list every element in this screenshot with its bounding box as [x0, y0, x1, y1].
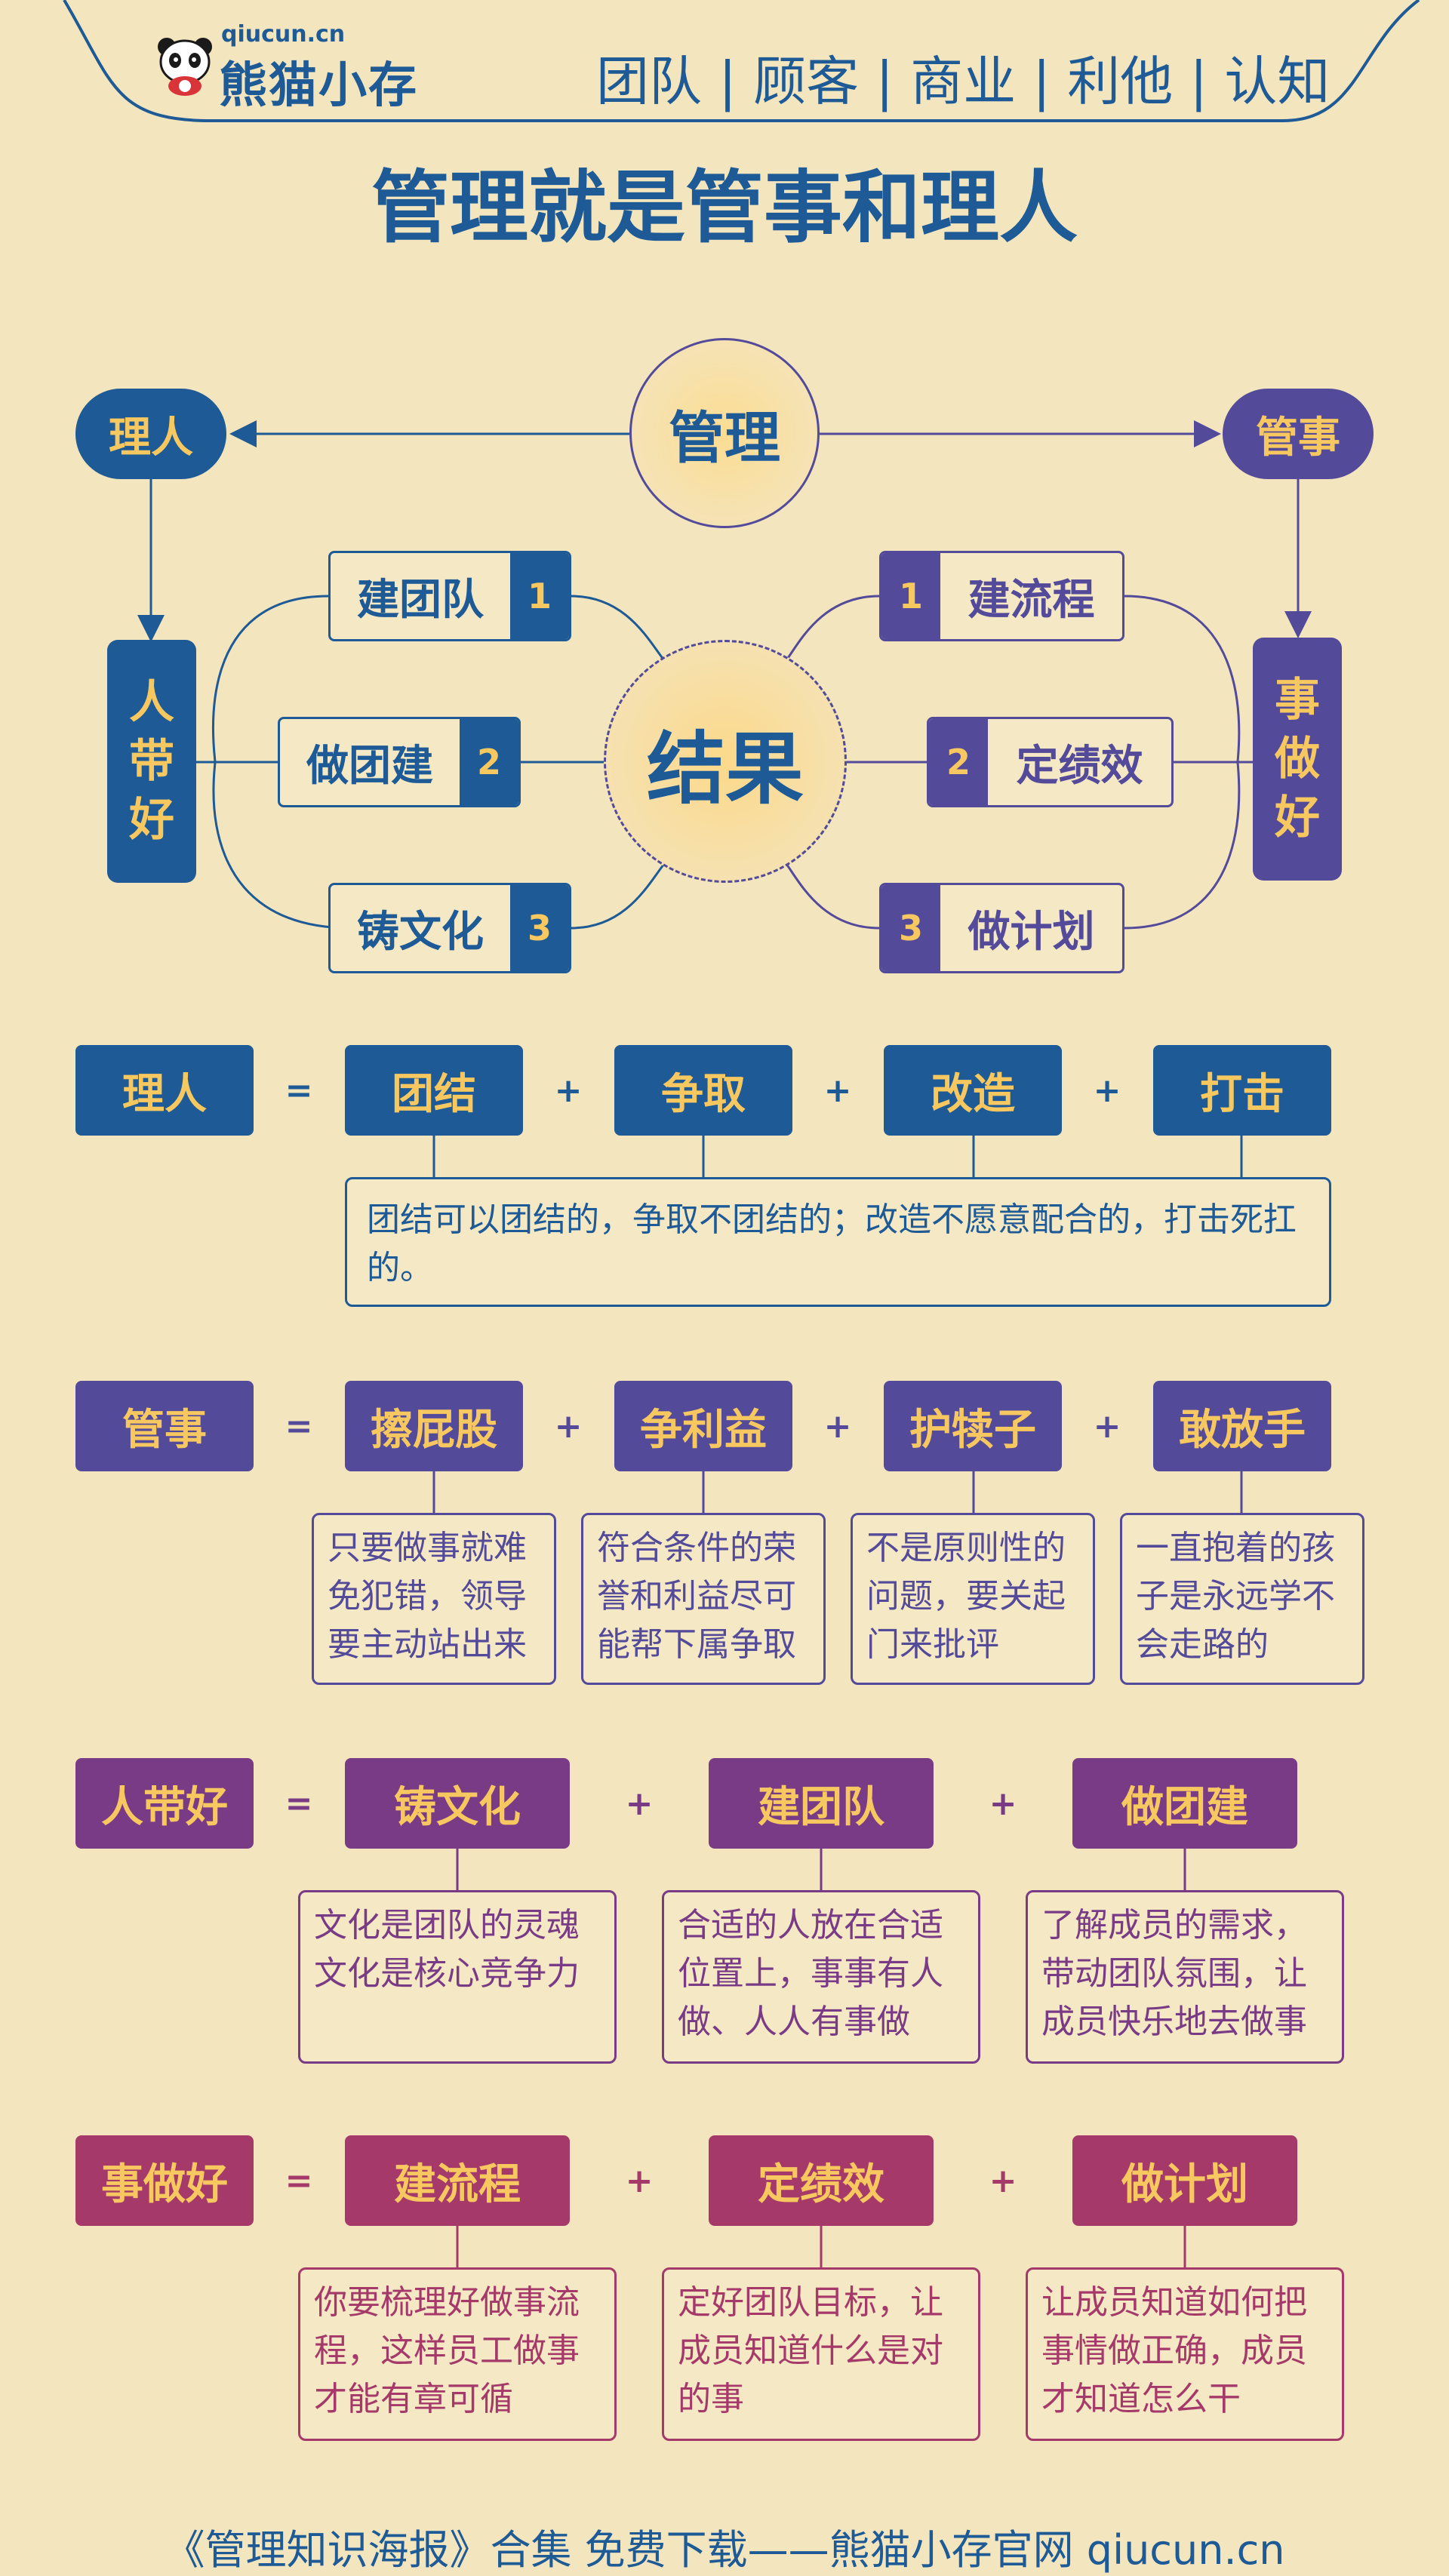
liren-item-1: 团结	[345, 1045, 523, 1136]
right-item-3: 3 做计划	[879, 883, 1124, 973]
vertical-char: 好	[1275, 792, 1320, 844]
rendaihao-head: 人带好	[75, 1758, 254, 1849]
vertical-char: 做	[1275, 733, 1320, 785]
plus-sign: +	[989, 2161, 1017, 2200]
left-item-label: 做团建	[306, 741, 433, 791]
right-item-label: 建流程	[968, 575, 1095, 625]
shizuohao-description-2: 定好团队目标，让成员知道什么是对的事	[662, 2267, 980, 2441]
right-item-label: 定绩效	[1016, 741, 1143, 791]
left-item-2: 做团建 2	[278, 717, 521, 807]
row-connectors	[432, 1136, 1243, 2267]
liren-item-3: 改造	[884, 1045, 1062, 1136]
right-item-number: 1	[881, 553, 940, 639]
guanshi-item-2: 争利益	[614, 1381, 792, 1471]
plus-sign: +	[554, 1406, 583, 1446]
header-nav: 团队 | 顾客 | 商业 | 利他 | 认知	[596, 51, 1331, 112]
rendaihao-description-1: 文化是团队的灵魂文化是核心竞争力	[298, 1890, 617, 2064]
left-item-number: 3	[510, 885, 569, 971]
panda-logo-icon	[155, 36, 215, 97]
plus-sign: +	[1093, 1071, 1121, 1110]
right-item-2: 2 定绩效	[927, 717, 1174, 807]
vertical-char: 好	[129, 794, 174, 847]
vertical-char: 事	[1275, 674, 1320, 727]
shizuohao-vertical-box: 事 做 好	[1253, 638, 1342, 881]
left-item-number: 2	[460, 719, 518, 805]
guanshi-description-2: 符合条件的荣誉和利益尽可能帮下属争取	[581, 1513, 826, 1685]
right-item-number: 2	[929, 719, 988, 805]
guanshi-head: 管事	[75, 1381, 254, 1471]
rendaihao-item-3: 做团建	[1072, 1758, 1297, 1849]
plus-sign: +	[625, 2161, 654, 2200]
shizuohao-description-3: 让成员知道如何把事情做正确，成员才知道怎么干	[1026, 2267, 1344, 2441]
left-item-1: 建团队 1	[328, 551, 571, 641]
guanshi-item-3: 护犊子	[884, 1381, 1062, 1471]
plus-sign: +	[554, 1071, 583, 1110]
left-item-label: 建团队	[357, 575, 484, 625]
diagram-connectors	[137, 420, 1312, 930]
equals-sign: =	[285, 2161, 313, 2200]
liren-item-2: 争取	[614, 1045, 792, 1136]
guanshi-description-1: 只要做事就难免犯错，领导要主动站出来	[312, 1513, 556, 1685]
shizuohao-item-2: 定绩效	[709, 2135, 934, 2226]
rendaihao-vertical-box: 人 带 好	[107, 640, 196, 883]
rendaihao-item-1: 铸文化	[345, 1758, 570, 1849]
rendaihao-description-2: 合适的人放在合适位置上，事事有人做、人人有事做	[662, 1890, 980, 2064]
liren-description: 团结可以团结的，争取不团结的；改造不愿意配合的，打击死扛的。	[345, 1177, 1331, 1307]
equals-sign: =	[285, 1784, 313, 1823]
logo-url: qiucun.cn	[221, 21, 346, 48]
logo-name: 熊猫小存	[219, 58, 418, 114]
equals-sign: =	[285, 1406, 313, 1446]
guanshi-item-4: 敢放手	[1153, 1381, 1331, 1471]
page-title: 管理就是管事和理人	[371, 161, 1078, 254]
plus-sign: +	[989, 1784, 1017, 1823]
guanshi-description-4: 一直抱着的孩子是永远学不会走路的	[1120, 1513, 1364, 1685]
left-item-label: 铸文化	[357, 907, 484, 957]
shizuohao-description-1: 你要梳理好做事流程，这样员工做事才能有章可循	[298, 2267, 617, 2441]
vertical-char: 带	[129, 735, 174, 788]
shizuohao-item-3: 做计划	[1072, 2135, 1297, 2226]
plus-sign: +	[625, 1784, 654, 1823]
plus-sign: +	[1093, 1406, 1121, 1446]
plus-sign: +	[823, 1406, 852, 1446]
plus-sign: +	[823, 1071, 852, 1110]
vertical-char: 人	[129, 676, 174, 729]
shizuohao-head: 事做好	[75, 2135, 254, 2226]
header-frame	[63, 0, 1420, 122]
guanshi-item-1: 擦屁股	[345, 1381, 523, 1471]
shizuohao-item-1: 建流程	[345, 2135, 570, 2226]
rendaihao-description-3: 了解成员的需求，带动团队氛围，让成员快乐地去做事	[1026, 1890, 1344, 2064]
footer-text: 《管理知识海报》合集 免费下载——熊猫小存官网 qiucun.cn	[164, 2526, 1285, 2574]
management-circle: 管理	[629, 338, 820, 528]
left-item-number: 1	[510, 553, 569, 639]
equals-sign: =	[285, 1071, 313, 1110]
liren-item-4: 打击	[1153, 1045, 1331, 1136]
right-item-label: 做计划	[968, 907, 1095, 957]
guanshi-description-3: 不是原则性的问题，要关起门来批评	[851, 1513, 1095, 1685]
result-circle: 结果	[604, 640, 847, 883]
right-item-number: 3	[881, 885, 940, 971]
liren-head: 理人	[75, 1045, 254, 1136]
liren-pill: 理人	[75, 389, 226, 479]
right-item-1: 1 建流程	[879, 551, 1124, 641]
left-item-3: 铸文化 3	[328, 883, 571, 973]
guanshi-pill: 管事	[1223, 389, 1374, 479]
rendaihao-item-2: 建团队	[709, 1758, 934, 1849]
